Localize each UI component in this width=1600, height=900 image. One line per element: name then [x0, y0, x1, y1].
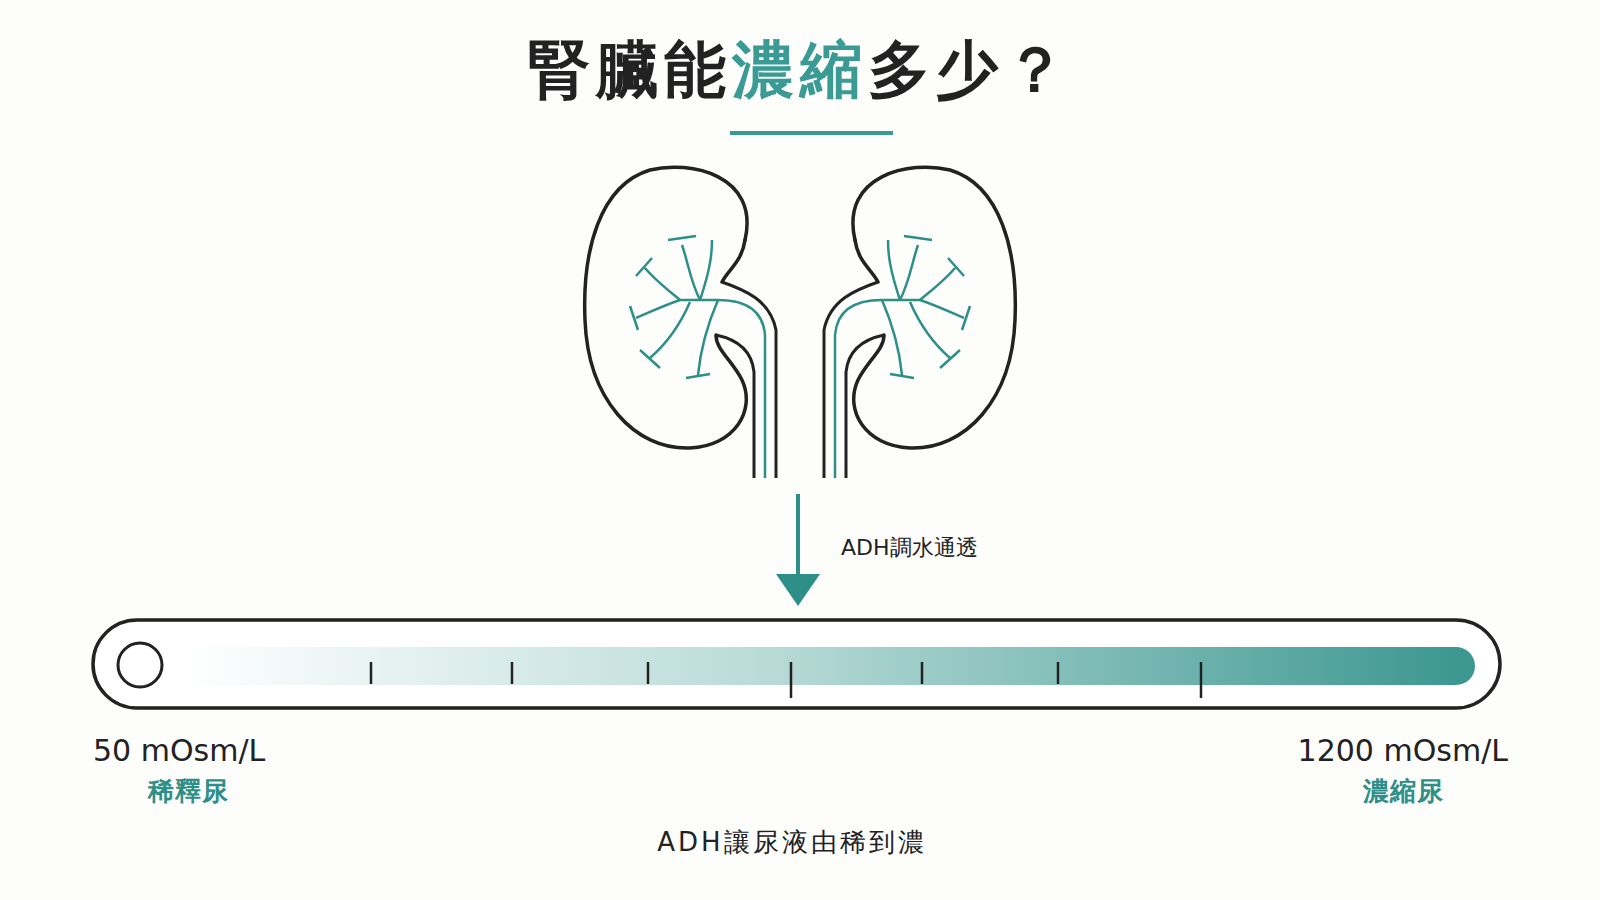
scale-gradient	[182, 647, 1475, 685]
adh-arrowhead	[776, 574, 820, 606]
max-label: 濃縮尿	[1363, 774, 1444, 809]
scale-tube	[93, 620, 1500, 708]
diagram-caption: ADH讓尿液由稀到濃	[657, 825, 926, 860]
tube-bulb	[118, 643, 162, 687]
right-kidney	[824, 167, 1015, 478]
min-label: 稀釋尿	[148, 774, 229, 809]
adh-arrow	[796, 494, 800, 578]
scale-ticks	[371, 662, 1201, 698]
left-kidney	[585, 167, 776, 478]
max-value: 1200 mOsm/L	[1298, 733, 1508, 768]
min-value: 50 mOsm/L	[93, 733, 265, 768]
title-underline	[730, 131, 893, 135]
diagram-title: 腎臟能濃縮多少？	[528, 28, 1072, 112]
arrow-label: ADH調水通透	[841, 533, 978, 563]
